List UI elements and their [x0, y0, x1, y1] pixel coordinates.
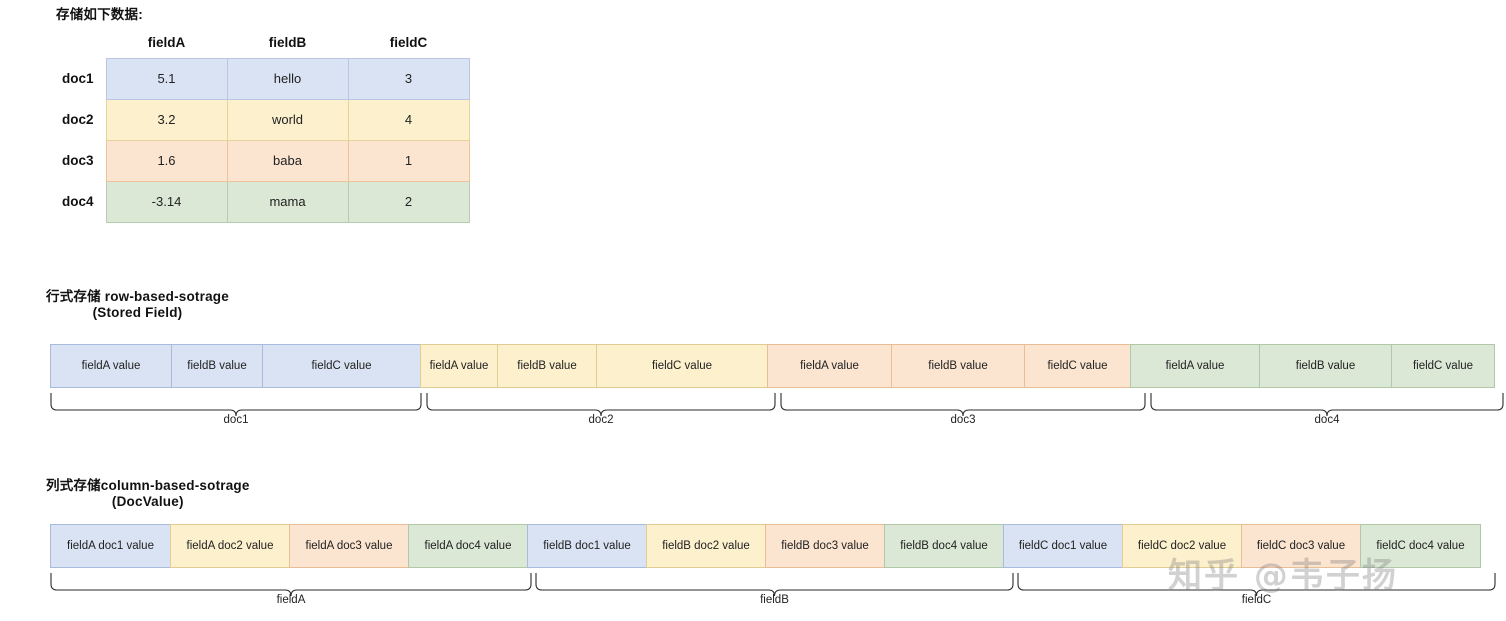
storage-segment: fieldB value [171, 344, 263, 388]
group-brace-label: fieldA [276, 594, 306, 606]
column-header-fieldC: fieldC [389, 35, 428, 51]
storage-segment: fieldB value [497, 344, 597, 388]
storage-segment: fieldC value [1391, 344, 1495, 388]
storage-segment: fieldC value [262, 344, 421, 388]
table-corner-cell [48, 28, 106, 58]
storage-segment: fieldA doc1 value [50, 524, 171, 568]
column-storage-brace-group: fieldA fieldB fieldC [0, 572, 1506, 616]
storage-segment: fieldB value [1259, 344, 1392, 388]
group-brace: doc2 [426, 392, 776, 426]
row-header-doc4: doc4 [61, 194, 94, 209]
storage-segment: fieldB doc2 value [646, 524, 766, 568]
storage-segment: fieldA doc2 value [170, 524, 290, 568]
table-cell: -3.14 [105, 180, 228, 223]
group-brace: doc4 [1150, 392, 1504, 426]
row-header-doc3: doc3 [61, 153, 94, 168]
storage-segment: fieldC doc2 value [1122, 524, 1242, 568]
storage-segment: fieldB doc4 value [884, 524, 1004, 568]
row-storage-title: 行式存储 row-based-sotrage (Stored Field) [46, 285, 229, 320]
table-cell: 1 [347, 139, 470, 182]
group-brace-label: doc1 [223, 414, 249, 426]
table-cell: 4 [347, 98, 470, 141]
column-storage-title-sub: (DocValue) [111, 494, 184, 509]
table-cell: hello [226, 57, 349, 100]
group-brace: fieldB [535, 572, 1014, 606]
column-header-fieldB: fieldB [268, 35, 307, 51]
group-brace: doc1 [50, 392, 422, 426]
group-brace: fieldC [1017, 572, 1496, 606]
table-cell: world [226, 98, 349, 141]
column-storage-title-cn: 列式存储column-based-sotrage [46, 478, 250, 493]
group-brace-label: doc3 [950, 414, 976, 426]
group-brace-label: doc2 [588, 414, 614, 426]
storage-segment: fieldC doc1 value [1003, 524, 1123, 568]
column-storage-title: 列式存储column-based-sotrage (DocValue) [46, 474, 250, 509]
row-storage-title-sub: (Stored Field) [92, 305, 183, 320]
storage-segment: fieldA value [50, 344, 172, 388]
column-header-fieldA: fieldA [147, 35, 186, 51]
storage-segment: fieldB value [891, 344, 1025, 388]
storage-segment: fieldA value [1130, 344, 1260, 388]
table-header-row: fieldA fieldB fieldC [48, 28, 469, 58]
table-cell: 5.1 [105, 57, 228, 100]
row-header-doc1: doc1 [61, 71, 94, 86]
storage-segment: fieldC doc4 value [1360, 524, 1481, 568]
storage-segment: fieldC value [1024, 344, 1131, 388]
table-cell: mama [226, 180, 349, 223]
page-title: 存储如下数据: [56, 7, 143, 22]
storage-segment: fieldA doc3 value [289, 524, 409, 568]
row-header-doc2: doc2 [61, 112, 94, 127]
group-brace: doc3 [780, 392, 1146, 426]
table-cell: 2 [347, 180, 470, 223]
storage-segment: fieldA doc4 value [408, 524, 528, 568]
table-cell: 3 [347, 57, 470, 100]
storage-segment: fieldB doc1 value [527, 524, 647, 568]
table-cell: 1.6 [105, 139, 228, 182]
group-brace: fieldA [50, 572, 532, 606]
storage-segment: fieldB doc3 value [765, 524, 885, 568]
storage-segment: fieldA value [420, 344, 498, 388]
table-cell: baba [226, 139, 349, 182]
row-storage-brace-group: doc1 doc2 doc3 doc4 [0, 392, 1506, 436]
group-brace-label: fieldB [760, 594, 789, 606]
storage-segment: fieldC doc3 value [1241, 524, 1361, 568]
storage-segment: fieldA value [767, 344, 892, 388]
table-cell: 3.2 [105, 98, 228, 141]
group-brace-label: doc4 [1314, 414, 1340, 426]
group-brace-label: fieldC [1241, 594, 1272, 606]
row-storage-title-cn: 行式存储 row-based-sotrage [46, 289, 229, 304]
storage-segment: fieldC value [596, 344, 768, 388]
